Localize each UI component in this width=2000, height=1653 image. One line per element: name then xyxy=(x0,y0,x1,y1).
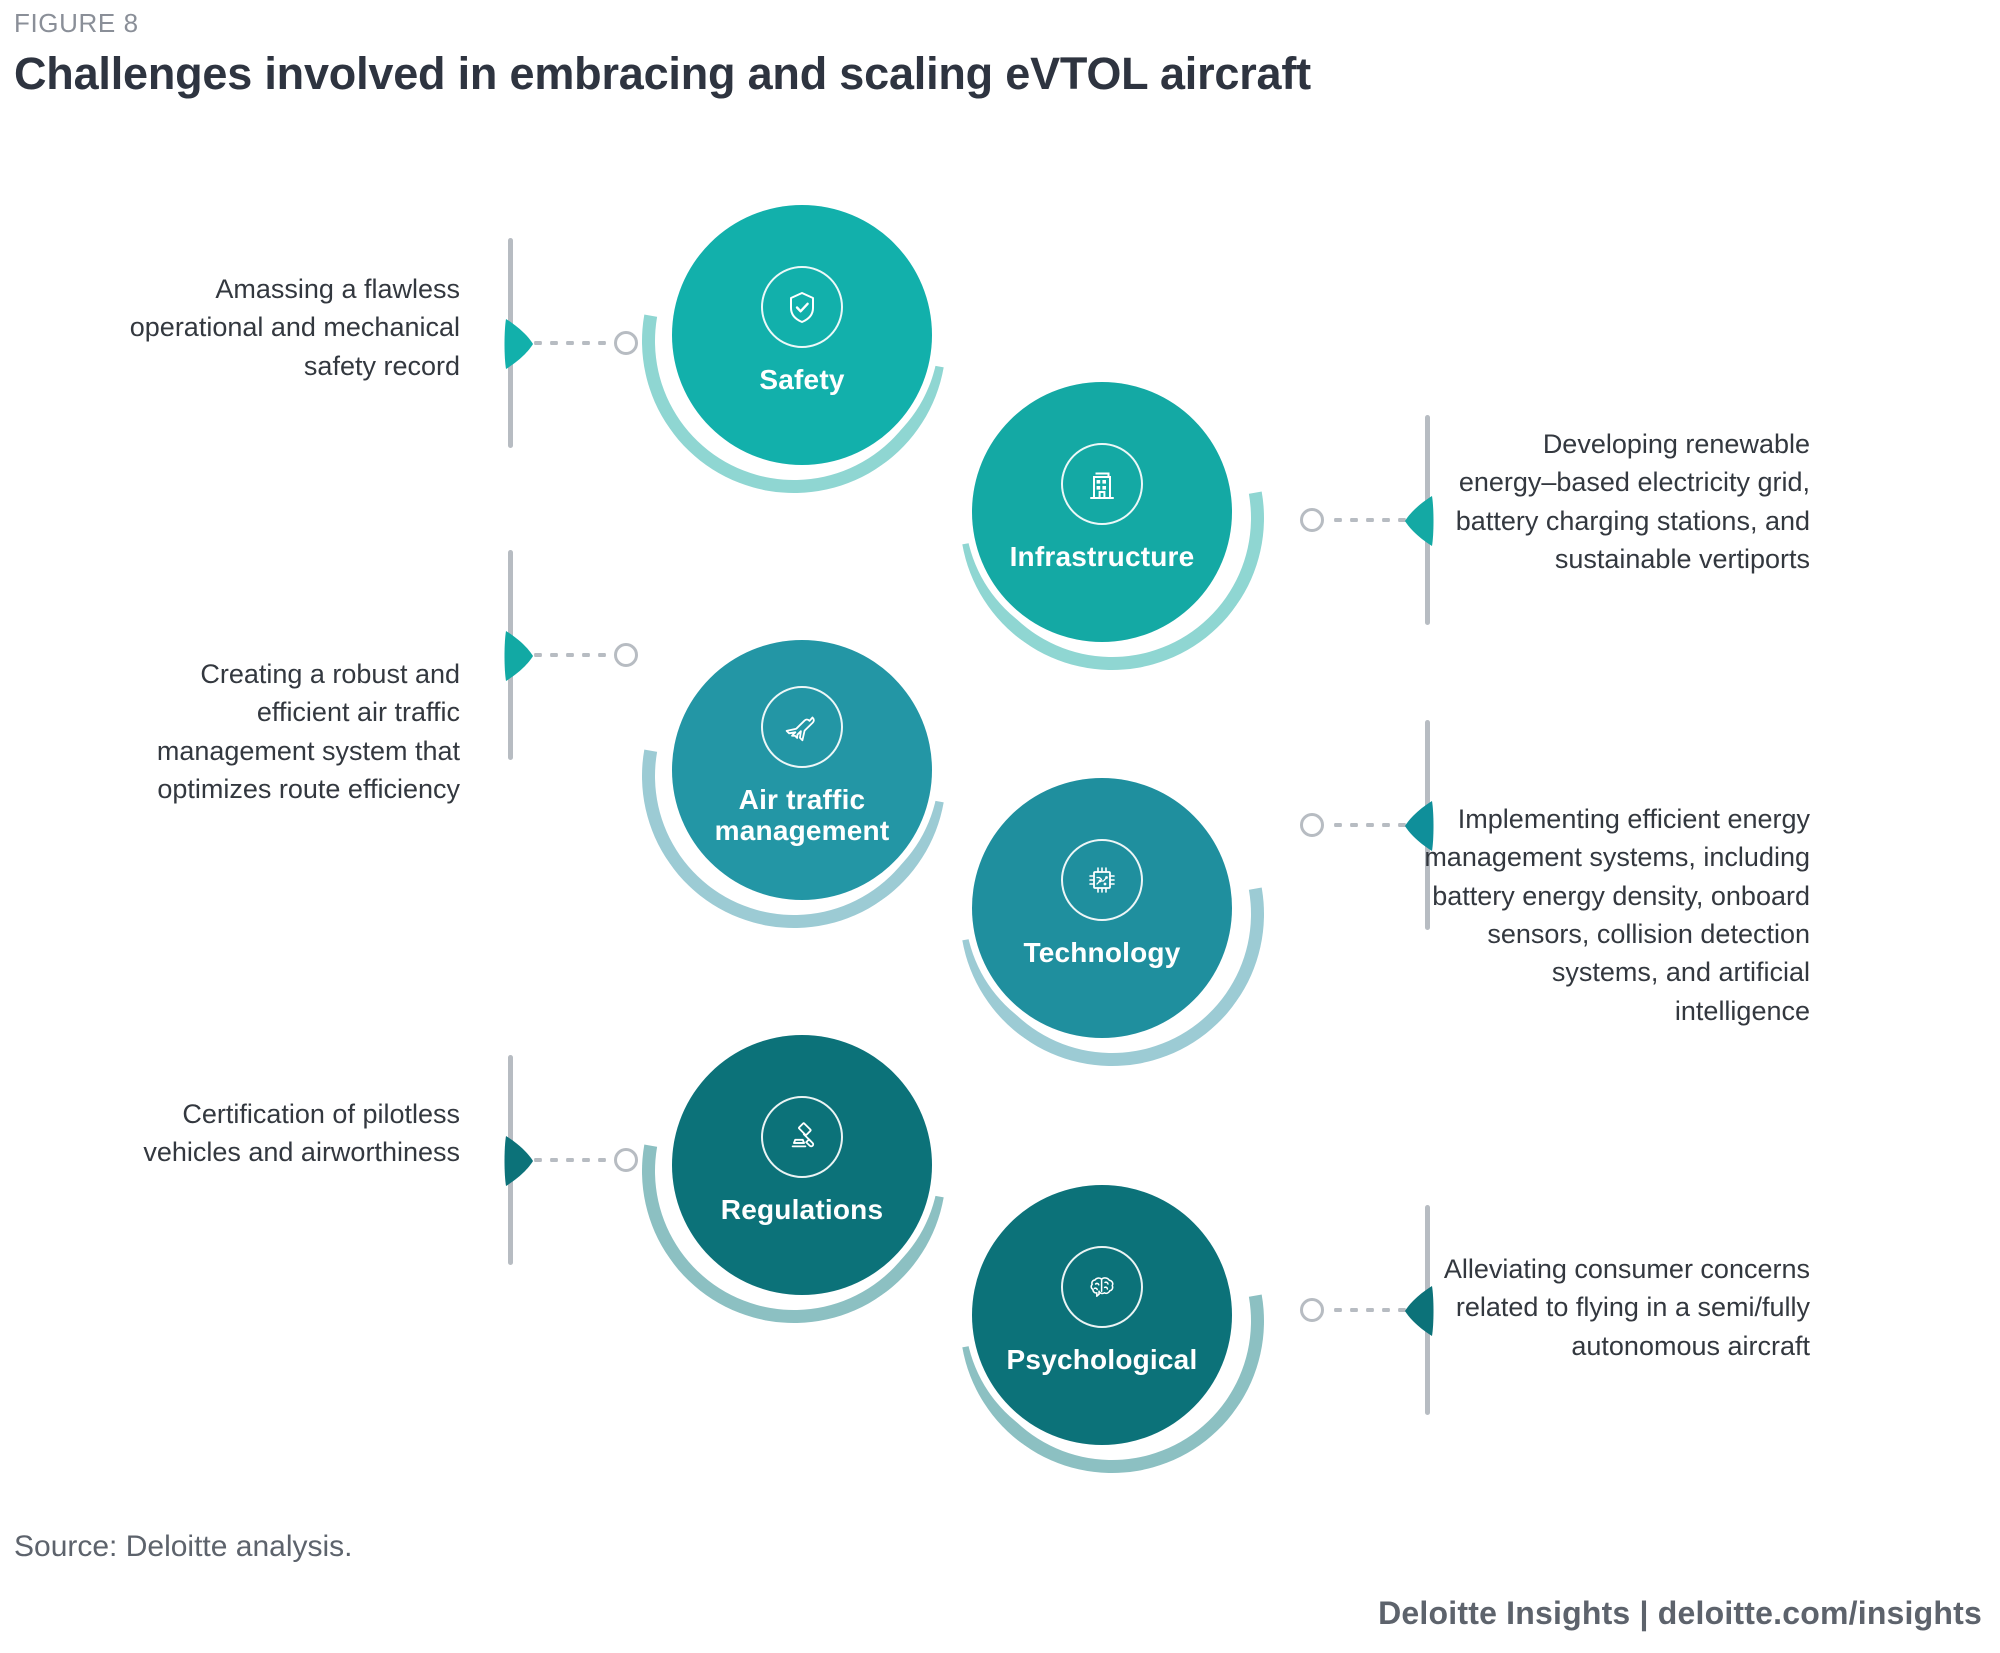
connector-infrastructure xyxy=(1300,415,1434,625)
node-regulations[interactable]: Regulations xyxy=(582,959,1006,1383)
connector-air-traffic-management xyxy=(504,550,638,760)
node-infrastructure-disc: Infrastructure xyxy=(972,382,1232,642)
node-safety[interactable]: Safety xyxy=(582,129,1006,553)
node-safety-disc: Safety xyxy=(672,205,932,465)
building-icon xyxy=(1061,443,1143,526)
connector-psychological xyxy=(1300,1205,1434,1415)
airplane-icon xyxy=(761,685,843,768)
node-psychological[interactable]: Psychological xyxy=(900,1109,1324,1533)
node-air-traffic-management-label: Air traffic management xyxy=(714,783,890,846)
node-regulations-disc: Regulations xyxy=(672,1035,932,1295)
deloitte-insights-brand: Deloitte Insights | deloitte.com/insight… xyxy=(1378,1595,1982,1631)
connector-air-traffic-management-dots xyxy=(530,653,608,657)
connector-safety-dots xyxy=(530,341,608,345)
node-technology-disc: Technology xyxy=(972,778,1232,1038)
figure-label: FIGURE 8 xyxy=(14,8,139,38)
connector-safety-marker xyxy=(504,319,533,369)
connector-psychological-endpoint xyxy=(1300,1298,1324,1322)
node-regulations-label: Regulations xyxy=(720,1194,884,1226)
node-infrastructure-label: Infrastructure xyxy=(1009,541,1195,573)
connector-infrastructure-dots xyxy=(1330,518,1408,522)
connector-regulations-endpoint xyxy=(614,1148,638,1172)
node-safety-label: Safety xyxy=(759,364,845,396)
node-air-traffic-management[interactable]: Air traffic management xyxy=(582,564,1006,988)
page-title: Challenges involved in embracing and sca… xyxy=(14,48,1311,99)
connector-psychological-dots xyxy=(1330,1308,1408,1312)
node-technology-label: Technology xyxy=(1023,937,1181,969)
node-psychological-label: Psychological xyxy=(1006,1344,1198,1376)
connector-infrastructure-endpoint xyxy=(1300,508,1324,532)
caption-infrastructure: Developing renewable energy–based electr… xyxy=(1455,429,1810,574)
connector-infrastructure-marker xyxy=(1405,496,1434,546)
connector-regulations-dots xyxy=(530,1158,608,1162)
connector-regulations-marker xyxy=(504,1136,533,1186)
node-psychological-disc: Psychological xyxy=(972,1185,1232,1445)
connector-technology xyxy=(1300,720,1434,930)
caption-psychological: Alleviating consumer concerns related to… xyxy=(1443,1254,1810,1361)
connector-technology-endpoint xyxy=(1300,813,1324,837)
microchip-icon xyxy=(1061,839,1143,922)
source-note: Source: Deloitte analysis. xyxy=(14,1530,353,1563)
connector-regulations xyxy=(504,1055,638,1265)
caption-regulations: Certification of pilotless vehicles and … xyxy=(143,1099,460,1168)
shield-check-icon xyxy=(761,266,843,349)
connector-technology-marker xyxy=(1405,801,1434,851)
connector-psychological-marker xyxy=(1405,1286,1434,1336)
gavel-icon xyxy=(761,1096,843,1179)
caption-air-traffic-management: Creating a robust and efficient air traf… xyxy=(156,659,460,804)
connector-safety xyxy=(504,238,638,448)
connector-technology-dots xyxy=(1330,823,1408,827)
brain-icon xyxy=(1061,1246,1143,1329)
node-air-traffic-management-disc: Air traffic management xyxy=(672,640,932,900)
node-infrastructure[interactable]: Infrastructure xyxy=(900,306,1324,730)
caption-technology: Implementing efficient energy management… xyxy=(1424,804,1810,1026)
connector-air-traffic-management-marker xyxy=(504,631,533,681)
caption-safety: Amassing a flawless operational and mech… xyxy=(129,274,460,381)
node-technology[interactable]: Technology xyxy=(900,702,1324,1126)
connector-safety-endpoint xyxy=(614,331,638,355)
connector-air-traffic-management-endpoint xyxy=(614,643,638,667)
